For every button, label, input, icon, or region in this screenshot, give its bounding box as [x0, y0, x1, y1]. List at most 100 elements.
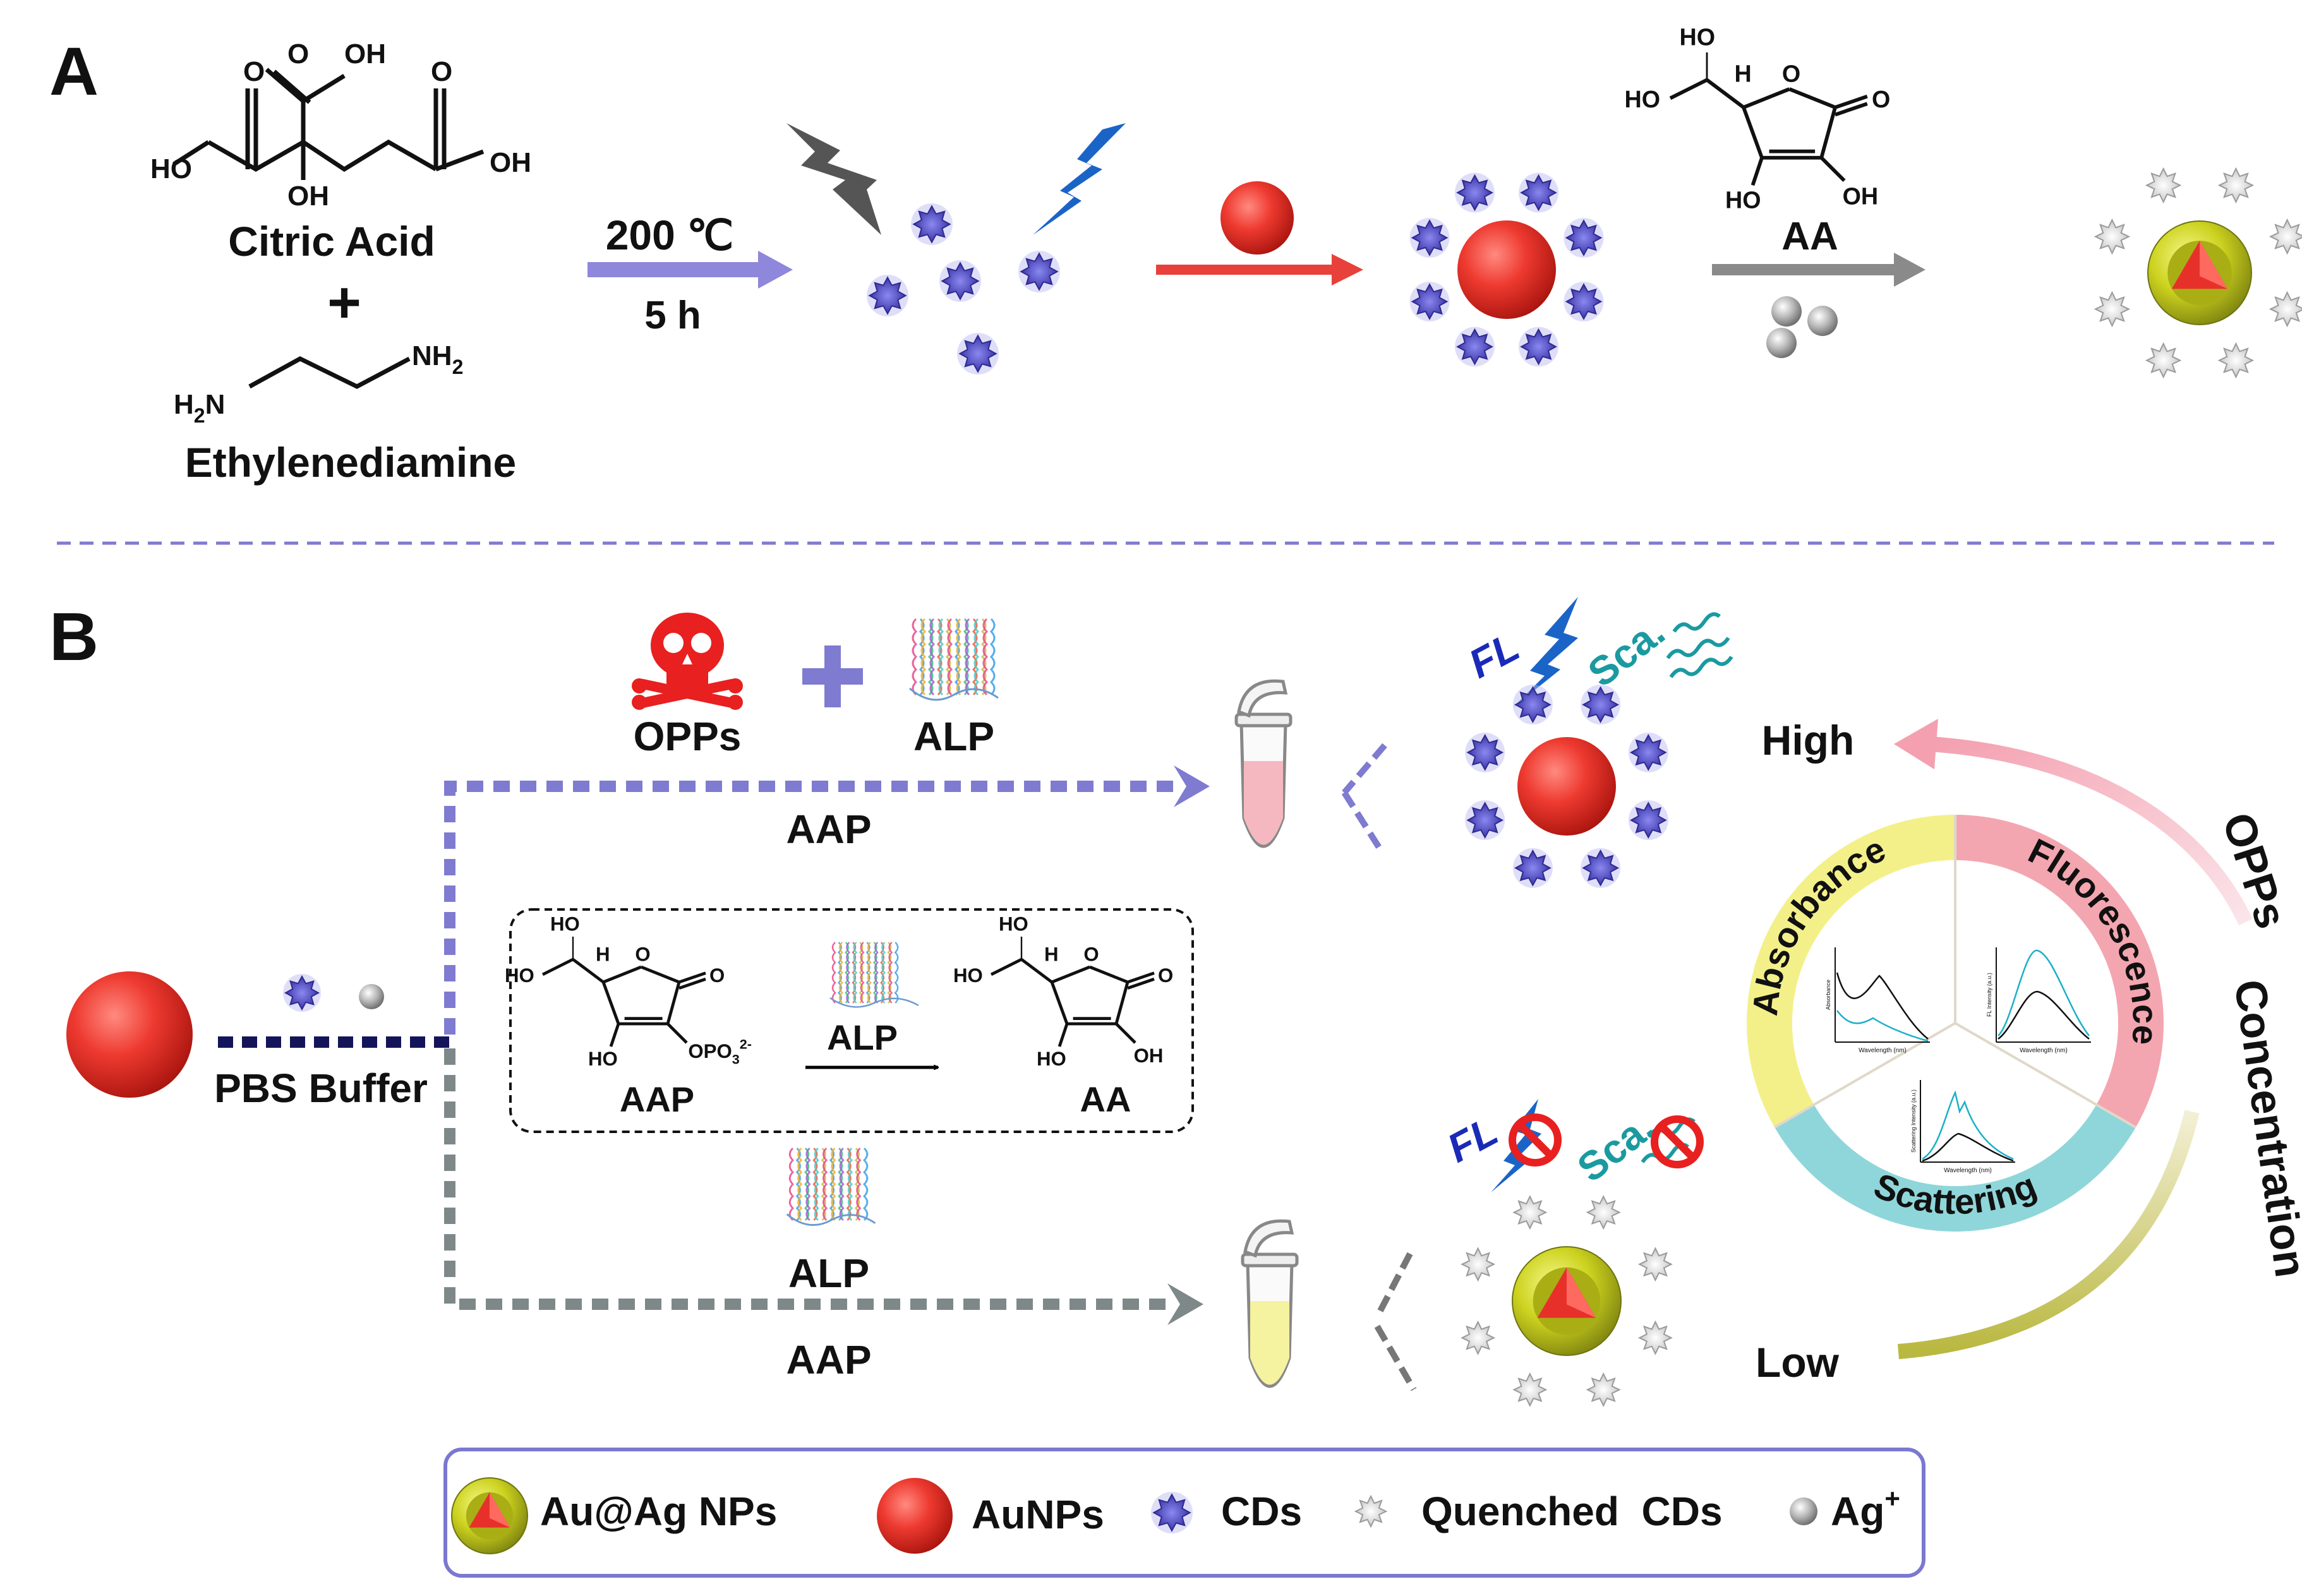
plus-sign: +	[327, 270, 361, 335]
alp-label-top: ALP	[913, 714, 994, 759]
alp-helix	[839, 942, 843, 1004]
aunp-start	[66, 971, 193, 1098]
mini-xlabel: Wavelength (nm)	[1944, 1167, 1992, 1174]
mini-curve	[1922, 1132, 2014, 1162]
high-label: High	[1762, 717, 1855, 764]
alp-helix	[954, 618, 960, 696]
ag-ion	[1766, 328, 1797, 358]
no-sign-icon	[1509, 1113, 1562, 1167]
alp-helix	[860, 942, 865, 1004]
bond	[641, 965, 680, 984]
chevron-dash	[1341, 791, 1383, 851]
au-ag-nps-legend-icon	[451, 1477, 528, 1554]
atom-label: HO	[999, 913, 1028, 935]
bond	[678, 977, 706, 990]
svg-text:NH2: NH2	[412, 340, 463, 378]
alp-helix	[846, 1147, 852, 1221]
citric-acid-name: Citric Acid	[228, 218, 435, 265]
lower-dashed-path	[444, 1048, 1175, 1310]
condition-time: 5 h	[644, 294, 701, 337]
cd-icon	[283, 974, 321, 1012]
bond	[990, 957, 1023, 976]
quenched-cd-icon	[2094, 218, 2131, 255]
alp-helix	[853, 942, 858, 1004]
alp-label-bottom: ALP	[788, 1251, 869, 1296]
legend-aunps-label: AuNPs	[972, 1492, 1104, 1537]
alp-helix	[867, 942, 872, 1004]
atom-label: O	[709, 964, 725, 987]
citric-acid-atoms: O OH O O HO OH OH	[150, 39, 531, 212]
alp-helix	[980, 618, 987, 696]
atom-label: OPO32-	[688, 1036, 752, 1067]
mini-curve	[1836, 1010, 1929, 1042]
atom-label: HO	[1680, 23, 1716, 50]
bond	[1751, 157, 1764, 186]
mini-xlabel: Wavelength (nm)	[1859, 1047, 1907, 1054]
yellow-tube-icon	[1241, 1219, 1299, 1388]
svg-text:H2N: H2N	[174, 389, 225, 427]
bond	[1742, 107, 1764, 159]
cd-icon	[1520, 328, 1557, 366]
alp-helix	[856, 1147, 862, 1221]
quenched-cd-icon	[1586, 1372, 1621, 1407]
cd-icon	[1565, 219, 1603, 256]
lightning-bolt-gray-icon	[786, 123, 881, 235]
low-label: Low	[1756, 1339, 1840, 1386]
quenched-cd-icon	[2269, 218, 2302, 255]
cd-icon	[1514, 849, 1552, 887]
atom-label: HO	[1625, 86, 1661, 112]
atom-label: H	[1735, 60, 1752, 87]
alp-helix	[919, 618, 925, 696]
bond	[1835, 94, 1868, 109]
high-arrowhead	[1894, 719, 1938, 769]
bond	[609, 1023, 620, 1047]
bond	[1669, 78, 1708, 100]
quenched-cd-icon	[2217, 342, 2255, 379]
alp-helix	[829, 1147, 835, 1221]
alp-helix	[845, 942, 849, 1004]
tube-cap	[1237, 679, 1288, 718]
red-arrowhead	[1332, 254, 1363, 285]
alp-helix	[846, 942, 851, 1004]
ethylenediamine-atoms: NH2 H2N	[174, 340, 463, 427]
atom-label: H	[596, 943, 610, 965]
aunp-with-cds-b	[1517, 737, 1616, 836]
lightning-bolt-blue-icon	[1033, 123, 1126, 235]
alp-helix	[847, 1147, 853, 1221]
cd-icon	[958, 334, 997, 373]
aunp-with-cds	[1457, 220, 1556, 319]
cd-icon	[1411, 283, 1449, 320]
atom-label: H	[1044, 943, 1059, 965]
cd-icon	[1582, 849, 1619, 887]
alp-helix	[894, 942, 899, 1004]
bond	[1742, 87, 1790, 109]
bond	[1089, 965, 1128, 984]
atom-label: HO	[1725, 187, 1761, 213]
cd-icon	[1629, 801, 1667, 839]
au-ag-nanoparticle	[2147, 220, 2252, 325]
atom-label: O	[1872, 86, 1890, 112]
low-arc	[1897, 1110, 2200, 1359]
chevron-dash	[1374, 1252, 1413, 1319]
alp-helix	[837, 942, 842, 1004]
gray-arrowhead	[1894, 253, 1925, 287]
atom-label: HO	[953, 964, 983, 987]
alp-helix	[838, 1147, 843, 1221]
alp-helix	[920, 618, 927, 696]
cds-ring	[1465, 685, 1668, 888]
alp-helix	[821, 1147, 826, 1221]
cd-icon	[1411, 219, 1449, 256]
bond	[572, 958, 605, 983]
quenched-cd-icon	[1512, 1372, 1548, 1407]
svg-text:O: O	[287, 39, 309, 69]
bond	[1127, 977, 1155, 990]
quenched-cd-icon	[1461, 1320, 1496, 1355]
plus-icon	[802, 645, 863, 707]
cd-icon	[1152, 1493, 1191, 1532]
high-arc	[1929, 736, 2253, 926]
atom-label: O	[635, 943, 650, 965]
